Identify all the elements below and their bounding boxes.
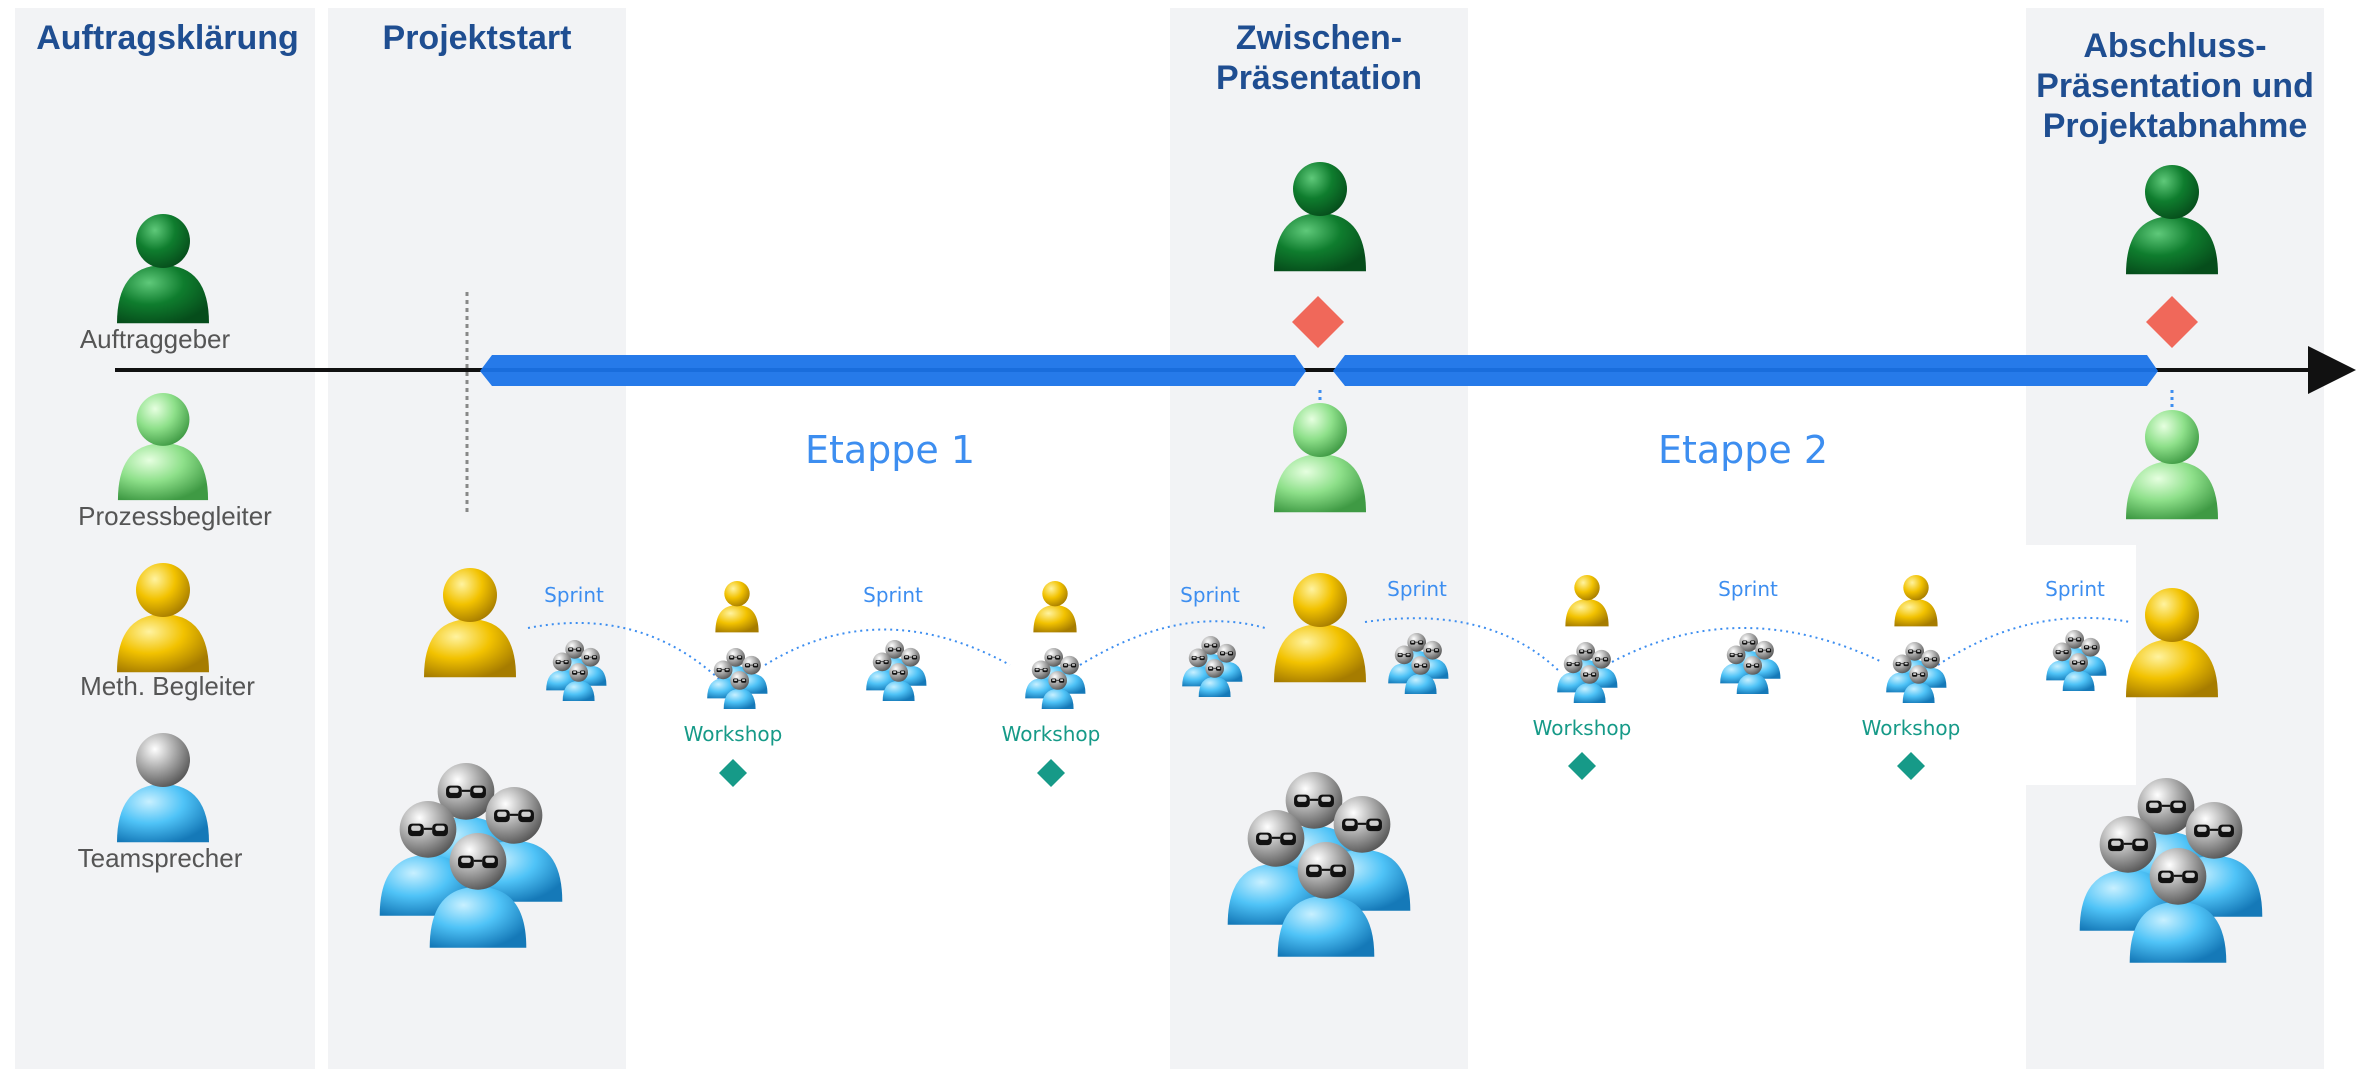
sprint-team-icon bbox=[1720, 633, 1781, 694]
workshop-diamond-icon bbox=[719, 759, 747, 787]
auftraggeber-icon bbox=[1274, 162, 1366, 272]
teamsprecher-icon bbox=[117, 733, 209, 843]
meth-begleiter-icon bbox=[117, 563, 209, 673]
stage-label-etappe-1: Etappe 1 bbox=[804, 428, 976, 472]
team-group-icon bbox=[2079, 778, 2263, 963]
sprint-team-icon bbox=[2046, 630, 2107, 691]
team-member-icon bbox=[1736, 656, 1769, 694]
phase-title-zwischenpraesentation: Zwischen- Präsentation bbox=[1216, 19, 1422, 97]
team-member-icon bbox=[1227, 810, 1325, 925]
sprint-arcs bbox=[527, 616, 2131, 681]
role-label-auftraggeber: Auftraggeber bbox=[79, 324, 231, 354]
team-member-icon bbox=[1041, 671, 1074, 709]
prozessbegleiter-icon bbox=[2126, 410, 2218, 520]
meth-begleiter-small-icon bbox=[1565, 575, 1609, 627]
team-member-icon bbox=[574, 647, 607, 686]
workshop-team-icon bbox=[707, 648, 768, 709]
prozessbegleiter-icon bbox=[1274, 403, 1366, 513]
stage-bar-etappe-1 bbox=[480, 355, 1306, 386]
meth-begleiter-icon bbox=[424, 568, 516, 678]
workshop-label: Workshop bbox=[1861, 716, 1961, 740]
stage-label-etappe-2: Etappe 2 bbox=[1657, 428, 1829, 472]
meth-begleiter-icon bbox=[2126, 588, 2218, 698]
workshop-team-icon bbox=[1025, 648, 1086, 709]
milestone-abschluss-icon bbox=[2146, 296, 2198, 348]
auftraggeber-icon bbox=[2126, 165, 2218, 275]
workshop-team-icon bbox=[1557, 642, 1618, 703]
sprint-label: Sprint bbox=[863, 583, 923, 607]
meth-begleiter-icon bbox=[1274, 573, 1366, 683]
workshop-diamond-icon bbox=[1897, 752, 1925, 780]
team-member-icon bbox=[2062, 653, 2095, 691]
phase-title-abschluss: Abschluss- Präsentation und Projektabnah… bbox=[2036, 27, 2314, 145]
workshop-markers bbox=[719, 752, 1925, 787]
team-member-icon bbox=[882, 663, 915, 701]
team-member-icon bbox=[1573, 665, 1606, 703]
team-member-icon bbox=[1404, 656, 1437, 694]
sprint-label: Sprint bbox=[2045, 577, 2105, 601]
team-member-icon bbox=[429, 833, 527, 948]
stage-bar-etappe-2 bbox=[1333, 355, 2158, 386]
phase-band-auftragsklaerung bbox=[15, 8, 315, 1069]
role-label-meth-begleiter: Meth. Begleiter bbox=[80, 671, 255, 701]
workshop-label: Workshop bbox=[1532, 716, 1632, 740]
team-group-icon bbox=[1227, 772, 1411, 957]
team-member-icon bbox=[1277, 842, 1375, 957]
milestone-zwischenpraesentation-icon bbox=[1292, 296, 1344, 348]
sprint-label: Sprint bbox=[544, 583, 604, 607]
team-group-icon bbox=[379, 763, 563, 948]
meth-begleiter-small-icon bbox=[1894, 575, 1938, 627]
sprint-team-icon bbox=[1182, 636, 1243, 697]
sprint-team-icon bbox=[546, 640, 607, 701]
auftraggeber-icon bbox=[117, 214, 209, 324]
workshop-team-icon bbox=[1886, 642, 1947, 703]
phase-title-projektstart: Projektstart bbox=[382, 19, 572, 57]
sprint-label: Sprint bbox=[1387, 577, 1447, 601]
sprint-label: Sprint bbox=[1718, 577, 1778, 601]
team-member-icon bbox=[1902, 665, 1935, 703]
team-member-icon bbox=[723, 671, 756, 709]
team-member-icon bbox=[1198, 659, 1231, 697]
workshop-diamond-icon bbox=[1037, 759, 1065, 787]
sprint-label: Sprint bbox=[1180, 583, 1240, 607]
role-label-teamsprecher: Teamsprecher bbox=[77, 843, 243, 873]
workshop-diamond-icon bbox=[1568, 752, 1596, 780]
meth-begleiter-small-icon bbox=[1033, 581, 1077, 633]
phase-title-auftragsklaerung: Auftragsklärung bbox=[36, 19, 299, 57]
team-member-icon bbox=[562, 663, 595, 701]
sprint-team-icon bbox=[1388, 633, 1449, 694]
meth-begleiter-small-icon bbox=[715, 581, 759, 633]
role-label-prozessbegleiter: Prozessbegleiter bbox=[78, 501, 272, 531]
team-member-icon bbox=[2129, 848, 2227, 963]
workshop-label: Workshop bbox=[683, 722, 783, 746]
workshop-label: Workshop bbox=[1001, 722, 1101, 746]
prozessbegleiter-icon bbox=[117, 393, 209, 501]
sprint-team-icon bbox=[866, 640, 927, 701]
